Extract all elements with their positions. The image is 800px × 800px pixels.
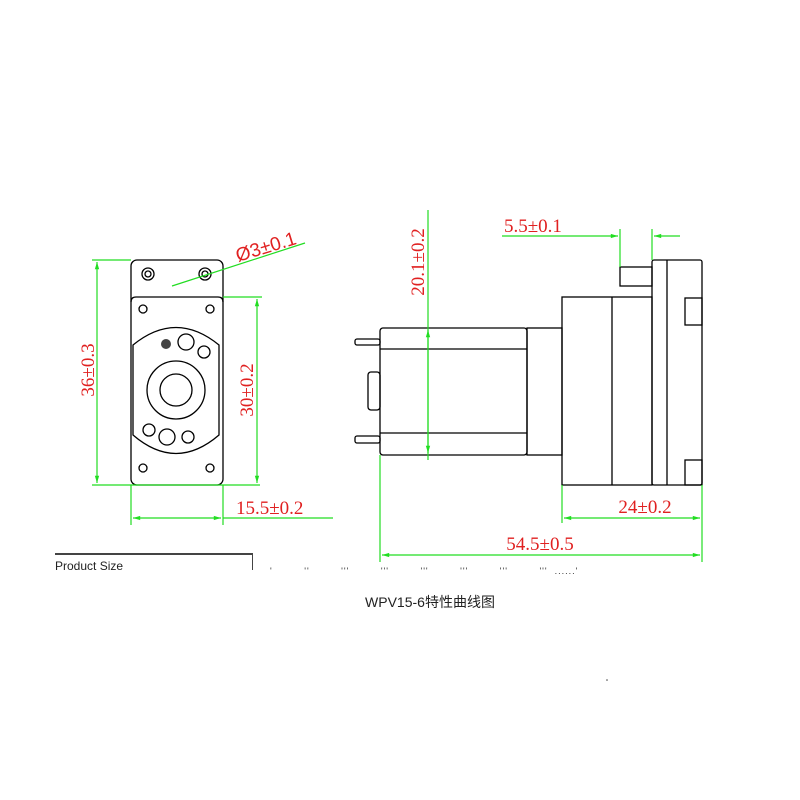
dim-hole-diameter: Ø3±0.1 — [233, 229, 299, 267]
dim-pump-length: 24±0.2 — [618, 497, 671, 518]
front-view — [130, 259, 224, 486]
dim-total-height: 36±0.3 — [78, 343, 99, 396]
product-size-header: Product Size — [55, 553, 253, 570]
product-size-label: Product Size — [55, 559, 124, 570]
side-view — [354, 259, 703, 486]
dim-total-length: 54.5±0.5 — [506, 534, 573, 555]
dim-body-height: 30±0.2 — [237, 363, 258, 416]
chart-caption: WPV15-6特性曲线图 — [365, 594, 495, 610]
dimension-lines — [92, 210, 703, 562]
dim-motor-height: 20.1±0.2 — [408, 228, 429, 295]
dim-nozzle-length: 5.5±0.1 — [504, 216, 562, 237]
clipped-axis-ticks: ' '' ''' ''' ''' ''' ''' ''' ......' — [270, 566, 579, 576]
dim-width: 15.5±0.2 — [236, 498, 303, 519]
